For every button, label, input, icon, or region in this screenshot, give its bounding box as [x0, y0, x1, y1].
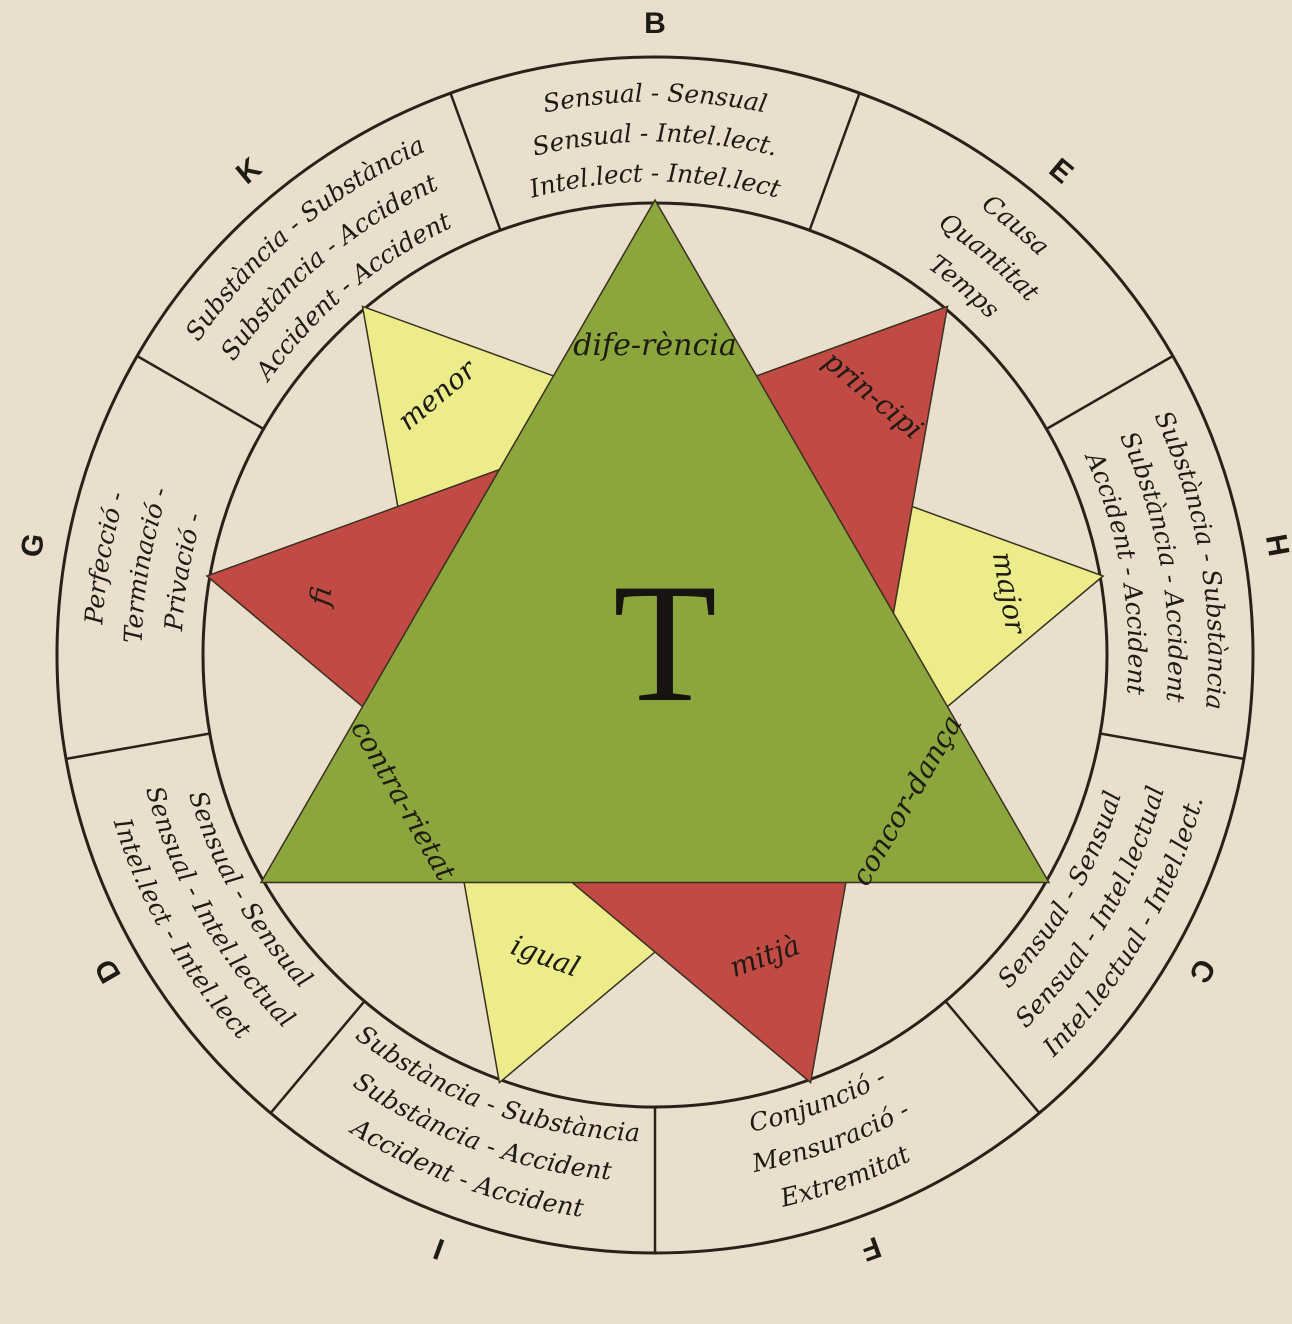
outer-letter-k: K: [230, 151, 268, 190]
outer-letter-h: H: [1259, 532, 1292, 559]
segment-divider: [1045, 354, 1174, 431]
outer-letter-f: F: [857, 1230, 886, 1267]
segment-divider: [944, 1000, 1041, 1114]
outer-letter-g: G: [15, 531, 52, 560]
center-letter-t: T: [613, 549, 717, 737]
segment-0-line-2: Intel.lect - Intel.lect: [525, 159, 784, 204]
segment-divider: [1099, 732, 1245, 761]
segment-divider: [808, 92, 861, 231]
segment-divider: [449, 92, 502, 231]
outer-letter-e: E: [1043, 152, 1080, 190]
segment-divider: [269, 1000, 366, 1114]
segment-7-line-2: Privació -: [159, 509, 208, 633]
segment-0-line-1: Sensual - Intel.lect.: [530, 118, 781, 161]
segment-divider: [65, 732, 211, 761]
segment-divider: [136, 354, 265, 431]
label-difference: dife-rència: [573, 328, 737, 363]
outer-letter-c: C: [1182, 953, 1221, 988]
triangles: dife-rènciaconcor-dançacontra-rietatprin…: [205, 198, 1105, 1085]
outer-letter-b: B: [644, 7, 666, 40]
segment-0-line-0: Sensual - Sensual: [541, 78, 770, 118]
green-triangle: [259, 198, 1051, 884]
outer-letter-d: D: [88, 953, 127, 988]
outer-letter-i: I: [429, 1232, 448, 1266]
